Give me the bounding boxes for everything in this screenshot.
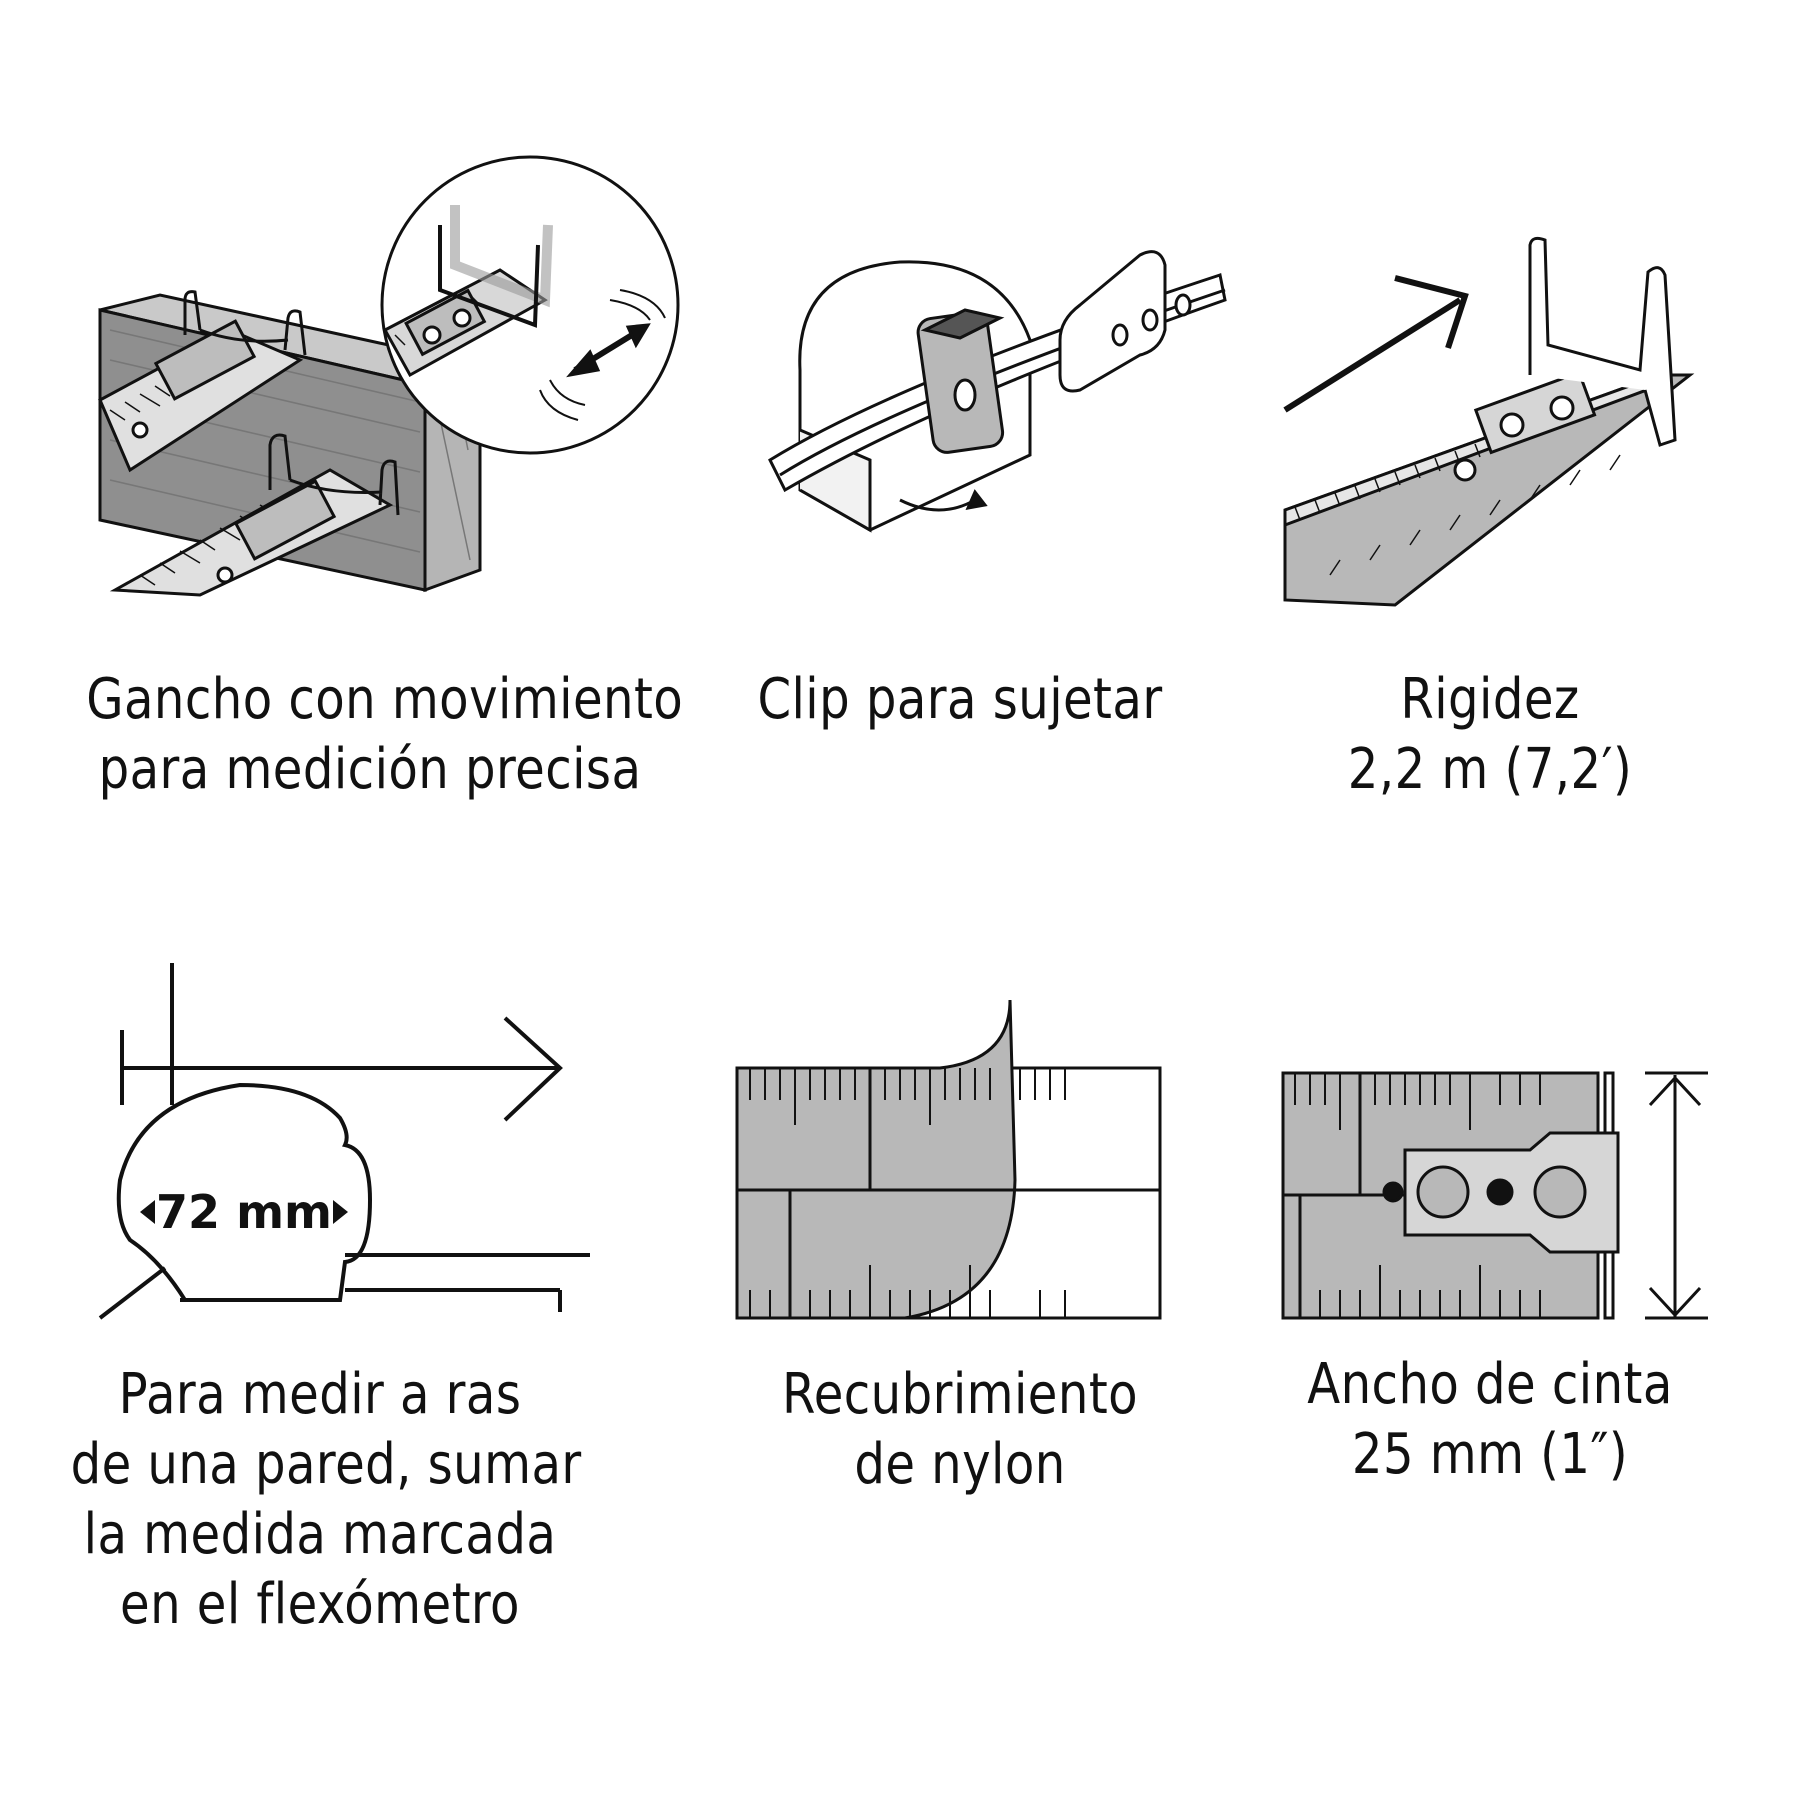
caption-line: 2,2 m (7,2′) bbox=[1347, 737, 1633, 802]
clip-slot bbox=[953, 378, 977, 412]
caption-line: de nylon bbox=[854, 1432, 1066, 1497]
clip-rotate-arrow bbox=[899, 498, 976, 512]
caption-line: para medición precisa bbox=[98, 737, 642, 802]
belt-buckle bbox=[1058, 250, 1167, 393]
caption-line: Ancho de cinta bbox=[1307, 1352, 1673, 1417]
zoom-hook-ghost bbox=[450, 205, 553, 308]
caption-line: Gancho con movimiento bbox=[86, 667, 684, 732]
hook-illustration bbox=[98, 155, 680, 597]
caption-line: Clip para sujetar bbox=[757, 667, 1163, 732]
caption-line: de una pared, sumar bbox=[70, 1432, 582, 1497]
caption-clip: Clip para sujetar bbox=[754, 665, 1167, 735]
rigidity-illustration bbox=[1283, 236, 1695, 607]
nylon-layer bbox=[735, 999, 1017, 1320]
nylon-illustration bbox=[735, 999, 1162, 1320]
caption-flush: Para medir a ras de una pared, sumar la … bbox=[70, 1360, 582, 1640]
clip-illustration bbox=[768, 250, 1227, 533]
zoom-hook bbox=[438, 225, 540, 328]
flush-illustration bbox=[98, 963, 590, 1320]
lower-hook bbox=[268, 433, 400, 516]
caption-nylon: Recubrimiento de nylon bbox=[754, 1360, 1167, 1500]
caption-line: Recubrimiento bbox=[781, 1362, 1139, 1427]
caption-line: la medida marcada bbox=[83, 1502, 557, 1567]
extension-arrow bbox=[1283, 297, 1462, 413]
upper-hook bbox=[183, 290, 307, 356]
caption-line: en el flexómetro bbox=[120, 1572, 520, 1637]
case-width-label: 72 mm bbox=[156, 1185, 332, 1239]
width-illustration bbox=[1281, 1071, 1708, 1320]
caption-line: 25 mm (1″) bbox=[1351, 1422, 1629, 1487]
caption-line: Para medir a ras bbox=[118, 1362, 522, 1427]
caption-line: Rigidez bbox=[1400, 667, 1580, 732]
caption-hook: Gancho con movimiento para medición prec… bbox=[86, 665, 684, 805]
tape-case-outline bbox=[116, 1082, 373, 1302]
rigid-hook bbox=[1528, 236, 1677, 447]
lower-hook-plate bbox=[233, 479, 337, 561]
caption-rigidity: Rigidez 2,2 m (7,2′) bbox=[1292, 665, 1688, 805]
caption-width: Ancho de cinta 25 mm (1″) bbox=[1292, 1350, 1688, 1490]
